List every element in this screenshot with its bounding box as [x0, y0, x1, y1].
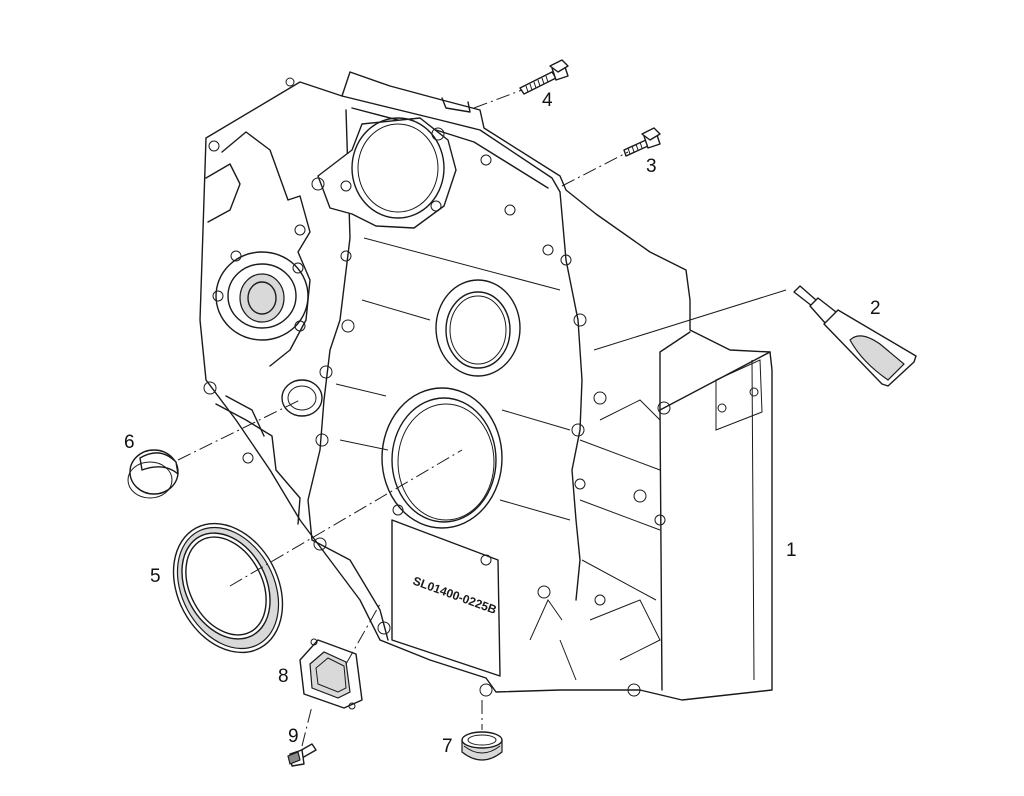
gear-case-cover: SL01400-0225B: [199, 71, 773, 701]
bolt-3: [623, 127, 661, 157]
part-number-labels: 1 2 3 4 5 6 7 8 9: [124, 90, 881, 757]
part-number-7: 7: [442, 736, 453, 757]
sealant-tube: [793, 285, 917, 387]
leader-lines: [177, 89, 787, 747]
bolt-9: [287, 743, 317, 767]
part-number-1: 1: [786, 540, 797, 561]
part-number-8: 8: [278, 666, 289, 687]
plug: [127, 449, 179, 499]
bottom-plug: [461, 731, 503, 761]
part-number-2: 2: [870, 298, 881, 319]
bolt-4: [519, 59, 569, 95]
part-number-3: 3: [646, 156, 657, 177]
part-number-9: 9: [288, 726, 299, 747]
cover-plate: [299, 638, 363, 710]
oil-seal: [172, 522, 284, 654]
part-number-4: 4: [542, 90, 553, 111]
part-number-5: 5: [150, 566, 161, 587]
part-number-6: 6: [124, 432, 135, 453]
